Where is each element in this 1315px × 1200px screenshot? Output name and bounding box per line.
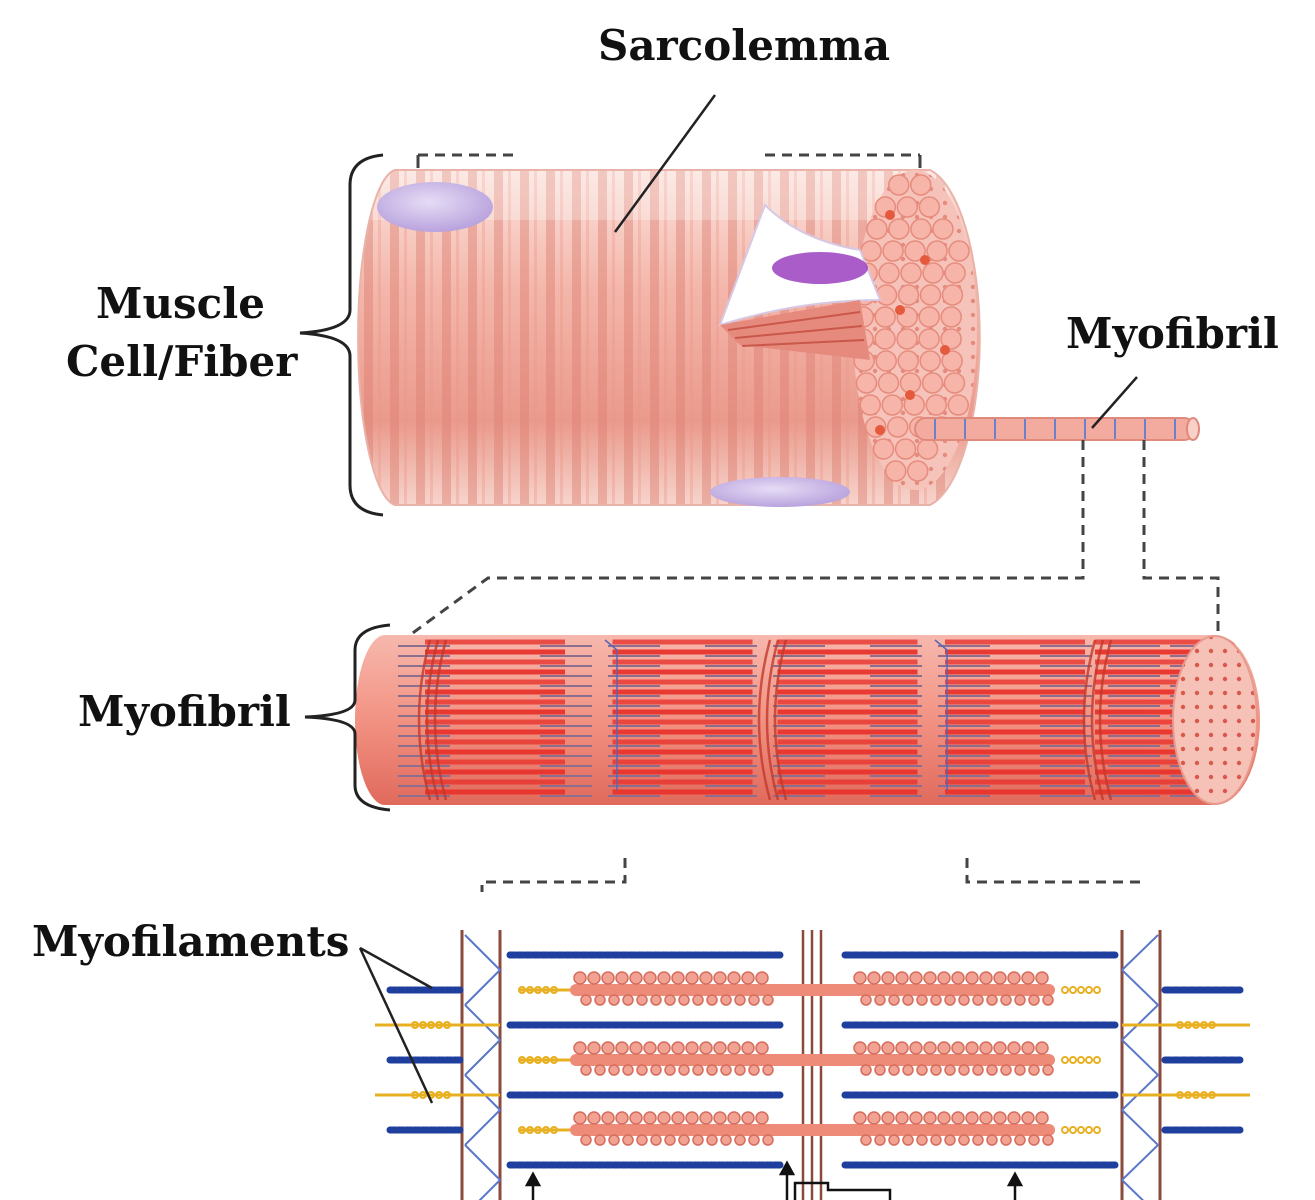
sarcomere-illustration [375,930,1250,1200]
bottom-arrows [527,1163,1021,1200]
muscle-cell-label-line1: Muscle [96,282,265,326]
myofibril-middle-label: Myofibril [78,690,291,734]
myofibril-cross-section [1173,636,1257,804]
myofibril-illustration [355,635,1260,805]
muscle-cell-label-line2: Cell/Fiber [66,340,297,384]
myofilaments-label: Myofilaments [32,920,349,964]
myofilaments-leader-1 [360,948,432,988]
myofibril-top-label: Myofibril [1066,312,1279,356]
sarcolemma-label: Sarcolemma [598,24,890,68]
